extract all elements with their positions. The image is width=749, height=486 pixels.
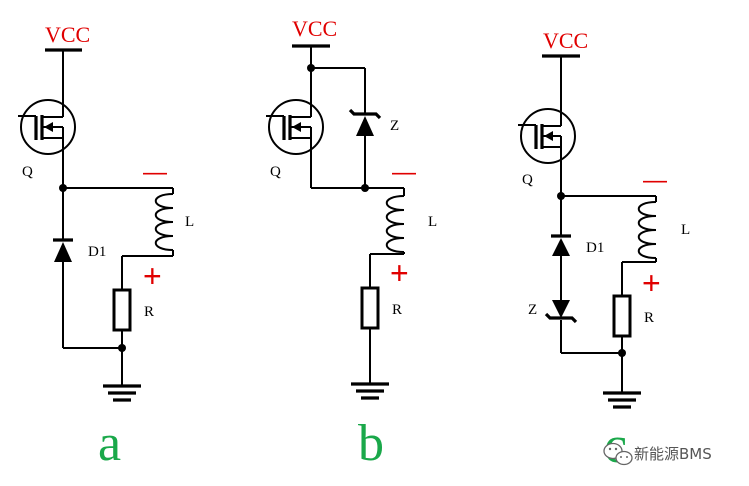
zener-z-b [348,108,382,188]
vcc-label-c: VCC [543,28,588,53]
ground-a [103,384,141,402]
inductor-l-a [154,193,174,251]
circuit-c: VCC Q [518,28,690,474]
wechat-icon [603,442,633,466]
inductor-label-c: L [681,222,690,238]
ground-b [351,382,389,400]
vcc-rail-a [45,48,82,104]
plus-sign-b: + [390,255,409,291]
ground-c [603,391,641,409]
resistor-r-c [612,294,632,338]
zener-label-c: Z [528,302,537,318]
zener-z-c [544,300,578,324]
resistor-label-c: R [644,310,654,326]
inductor-l-c [637,201,657,259]
resistor-label-a: R [144,304,154,320]
transistor-label-c: Q [522,172,533,188]
minus-sign-c: — [643,167,667,194]
diode-label-a: D1 [88,244,106,260]
minus-sign-a: — [143,159,167,186]
vcc-label-b: VCC [292,16,337,41]
inductor-label-a: L [185,214,194,230]
diode-d1-a [53,238,73,262]
vcc-rail-b [292,44,366,114]
minus-sign-b: — [392,159,416,186]
wires-a [59,154,174,385]
diode-label-c: D1 [586,240,604,256]
mosfet-q-b [266,99,324,188]
watermark: 新能源BMS [603,442,712,466]
transistor-label-b: Q [270,164,281,180]
caption-a: a [98,415,121,472]
inductor-l-b [385,195,405,253]
resistor-r-a [112,288,132,332]
circuit-a: VCC Q [18,22,194,472]
resistor-r-b [360,286,380,330]
zener-label-b: Z [390,118,399,134]
vcc-rail-c [542,54,580,116]
plus-sign-c: + [642,265,661,301]
resistor-label-b: R [392,302,402,318]
vcc-label-a: VCC [45,22,90,47]
mosfet-q-c [518,108,576,164]
diode-d1-c [551,234,571,256]
caption-b: b [358,415,384,472]
watermark-text: 新能源BMS [634,445,712,463]
circuit-b: VCC Q Z [266,16,437,472]
wires-b [311,184,405,383]
inductor-label-b: L [428,214,437,230]
mosfet-q-a [18,99,76,155]
plus-sign-a: + [143,258,162,294]
transistor-label-a: Q [22,164,33,180]
